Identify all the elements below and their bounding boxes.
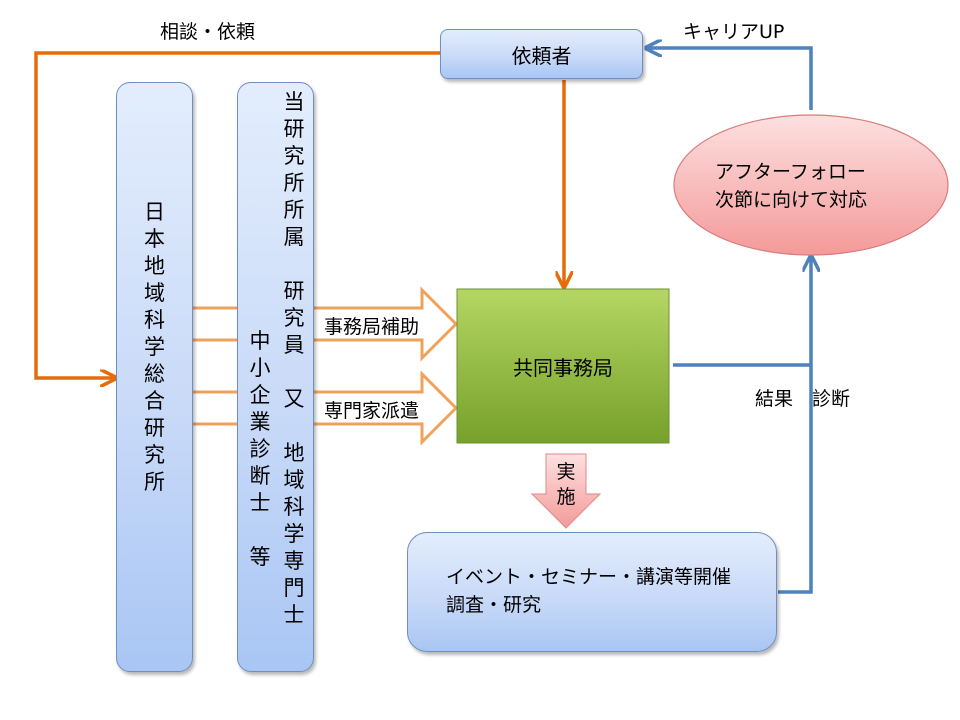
staff-char: 断: [249, 464, 271, 488]
after-follow-ellipse[interactable]: アフターフォロー 次節に向けて対応: [715, 158, 867, 214]
staff-char: 士: [283, 603, 305, 627]
staff-char: 員: [283, 333, 305, 357]
dispatch-block-arrow: [313, 370, 459, 446]
staff-char: 究: [283, 306, 305, 330]
consult-request-label: 相談・依頼: [160, 21, 256, 43]
staff-char: 研: [283, 279, 305, 303]
implement-arrow-text: 実 施: [552, 460, 580, 510]
staff-char: 所: [283, 171, 305, 195]
staff-box[interactable]: 当 研 究 所 所 属 研 究 員 又 地 域 科 学 専 門 士 中 小 企 …: [237, 82, 314, 672]
institute-char: 科: [144, 307, 165, 332]
staff-consultant-text: 中 小 企 業 診 断 士 等: [246, 328, 274, 571]
requester-box[interactable]: 依頼者: [440, 29, 643, 79]
institute-char: 究: [144, 442, 165, 467]
staff-char: 等: [249, 545, 271, 569]
consult-arrow-line: [34, 51, 440, 378]
staff-char: 当: [283, 90, 305, 114]
after-follow-line1: アフターフォロー: [715, 161, 866, 183]
staff-char: 科: [283, 495, 305, 519]
result-diagnosis-label: 結果 診断: [755, 388, 851, 410]
institute-char: 研: [144, 415, 165, 440]
career-up-line: [648, 48, 813, 110]
staff-char: 企: [249, 383, 271, 407]
institute-staff-connectors: [193, 306, 238, 426]
events-to-result-line: [778, 258, 811, 594]
staff-char: 属: [283, 225, 305, 249]
joint-office-label: 共同事務局: [513, 355, 613, 380]
career-up-label: キャリアUP: [683, 21, 785, 43]
institute-char: 日: [144, 199, 165, 224]
joint-office-shape: [456, 288, 670, 444]
staff-char: 士: [249, 491, 271, 515]
institute-char: 本: [144, 226, 165, 251]
staff-char: 究: [283, 144, 305, 168]
institute-box[interactable]: 日 本 地 域 科 学 総 合 研 究 所: [116, 82, 193, 672]
institute-char: 所: [144, 469, 165, 494]
implement-arrow-shape: [530, 453, 602, 529]
institute-char: 地: [144, 253, 165, 278]
staff-char: 域: [283, 468, 305, 492]
assist-block-arrow: [313, 286, 459, 362]
dispatch-arrow-label: 専門家派遣: [324, 400, 420, 422]
joint-office-box[interactable]: 共同事務局: [457, 289, 669, 443]
staff-char: 地: [283, 441, 305, 465]
staff-char: 業: [249, 410, 271, 434]
institute-char: 合: [144, 388, 165, 413]
staff-researcher-text: 当 研 究 所 所 属 研 究 員 又 地 域 科 学 専 門 士: [280, 89, 308, 629]
staff-char: 中: [249, 329, 271, 353]
staff-char: 専: [283, 549, 305, 573]
staff-char: 小: [249, 356, 271, 380]
assist-arrow-label: 事務局補助: [324, 316, 420, 338]
events-line1: イベント・セミナー・講演等開催: [446, 566, 732, 588]
events-line2: 調査・研究: [446, 594, 542, 616]
staff-char: 診: [249, 437, 271, 461]
implement-char: 実: [556, 461, 576, 483]
staff-char: 所: [283, 198, 305, 222]
requester-label: 依頼者: [511, 43, 572, 68]
institute-char: 学: [144, 334, 165, 359]
institute-char: 域: [144, 280, 165, 305]
staff-char: 門: [283, 576, 305, 600]
institute-char: 総: [144, 361, 165, 386]
staff-char: 研: [283, 117, 305, 141]
staff-char: 又: [283, 387, 305, 411]
after-follow-line2: 次節に向けて対応: [715, 189, 868, 211]
after-follow-shape: [673, 114, 949, 256]
staff-char: 学: [283, 522, 305, 546]
implement-char: 施: [556, 486, 576, 508]
events-box[interactable]: イベント・セミナー・講演等開催 調査・研究: [407, 532, 777, 652]
